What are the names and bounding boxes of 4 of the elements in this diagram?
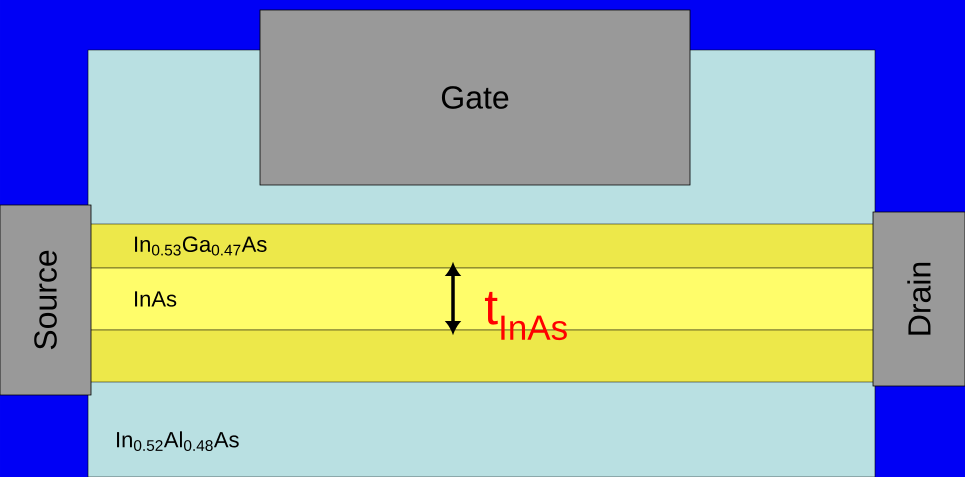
source-contact: Source [0,204,92,396]
gate-contact: Gate [260,10,690,186]
drain-contact: Drain [872,212,965,386]
barrier-layer: In$_{0.53}$Ga$_{0.47}$As [88,224,876,268]
